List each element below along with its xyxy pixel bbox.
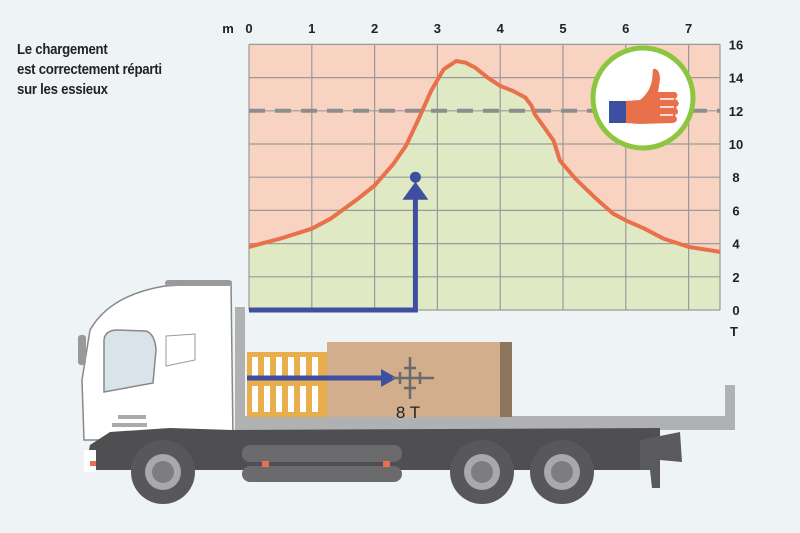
front-wheel xyxy=(131,440,195,504)
y-tick-label: 16 xyxy=(729,37,743,52)
center-of-gravity-icon xyxy=(392,357,434,399)
arrow-head xyxy=(402,181,429,200)
load-point xyxy=(409,171,421,183)
allowed-zone xyxy=(249,61,720,310)
load-position-arrow xyxy=(249,185,418,313)
caption-line: Le chargement xyxy=(17,41,108,58)
x-axis-label: m xyxy=(222,21,234,36)
y-tick-label: 6 xyxy=(732,203,739,218)
x-tick-label: 1 xyxy=(308,21,315,36)
caption-line: sur les essieux xyxy=(17,81,108,98)
x-tick-label: 7 xyxy=(685,21,692,36)
y-tick-label: 4 xyxy=(732,237,740,252)
x-tick-label: 4 xyxy=(497,21,505,36)
y-tick-label: 10 xyxy=(729,137,743,152)
y-tick-label: 12 xyxy=(729,104,743,119)
y-tick-label: 0 xyxy=(732,303,739,318)
load-label: 8 T xyxy=(396,403,420,422)
x-tick-label: 2 xyxy=(371,21,378,36)
caption-line: est correctement réparti xyxy=(17,61,162,78)
rear-wheel xyxy=(450,440,514,504)
load-curve xyxy=(248,59,721,254)
thumbs-up-icon xyxy=(590,45,696,151)
x-tick-label: 5 xyxy=(559,21,566,36)
caption: Le chargement est correctement réparti s… xyxy=(17,40,162,100)
truck-illustration: 8 T xyxy=(78,280,735,504)
x-tick-label: 3 xyxy=(434,21,441,36)
y-tick-label: 8 xyxy=(732,170,739,185)
x-tick-label: 6 xyxy=(622,21,629,36)
rear-wheel xyxy=(530,440,594,504)
x-tick-label: 0 xyxy=(245,21,252,36)
y-tick-label: 2 xyxy=(732,270,739,285)
pallet xyxy=(247,352,328,417)
y-tick-label: 14 xyxy=(729,71,744,86)
y-axis-label: T xyxy=(730,324,738,339)
